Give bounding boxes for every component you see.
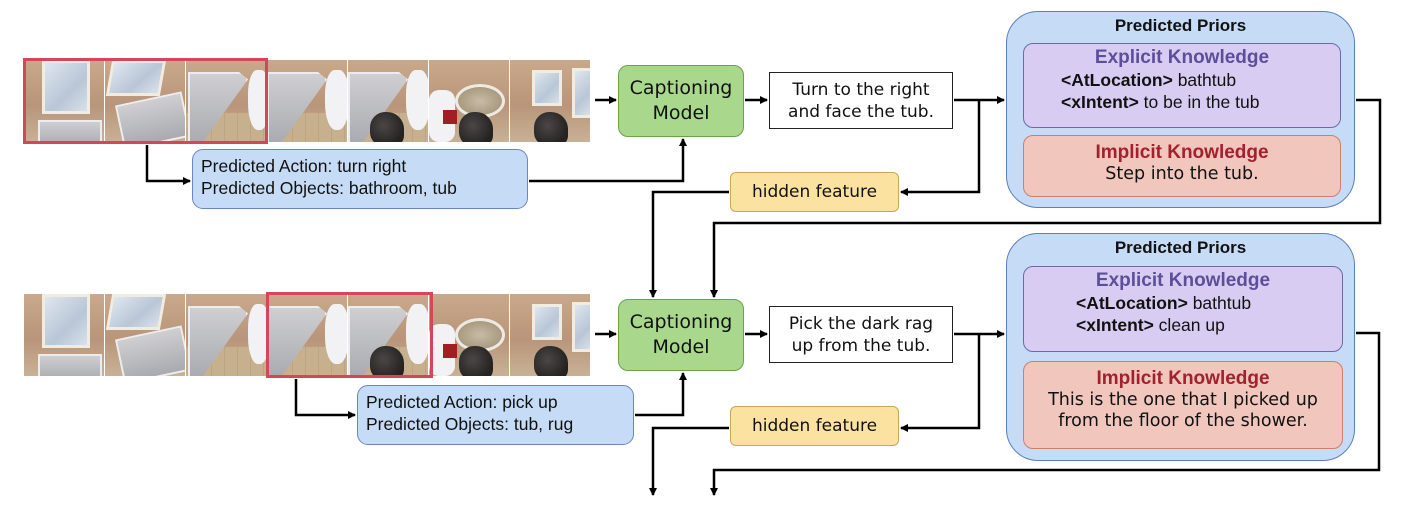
highlighted-frames-row-1 <box>23 58 268 144</box>
video-frame <box>429 294 510 376</box>
arrow-caption-to-hidden-2 <box>900 334 981 432</box>
explicit-knowledge-2: Explicit Knowledge <AtLocation> bathtub … <box>1023 266 1343 352</box>
video-frame <box>267 294 348 376</box>
predicted-priors-2: Predicted Priors Explicit Knowledge <AtL… <box>1006 233 1355 461</box>
arrow-priors-to-next <box>710 331 1381 496</box>
predicted-action-objects-1: Predicted Action: turn right Predicted O… <box>192 149 528 209</box>
explicit-knowledge-title: Explicit Knowledge <box>1094 47 1270 68</box>
implicit-knowledge-1: Implicit Knowledge Step into the tub. <box>1023 135 1341 197</box>
video-frame <box>510 60 591 142</box>
priors-title: Predicted Priors <box>1114 238 1247 257</box>
implicit-knowledge-2: Implicit Knowledge This is the one that … <box>1023 361 1343 449</box>
relation-line: <AtLocation> bathtub <box>1061 70 1237 90</box>
video-frame <box>24 294 105 376</box>
video-frame <box>348 60 429 142</box>
relation-line: <AtLocation> bathtub <box>1076 293 1252 313</box>
video-frames-row-1 <box>24 60 591 142</box>
video-frame <box>429 60 510 142</box>
arrow-highlight-to-pred-2 <box>294 379 356 419</box>
relation-line: <xIntent> clean up <box>1076 315 1225 335</box>
arrow-hidden-to-next <box>649 426 729 496</box>
video-frame <box>186 294 267 376</box>
explicit-knowledge-title: Explicit Knowledge <box>1095 270 1271 291</box>
arrow-caption-to-hidden-1 <box>900 100 981 196</box>
video-frame <box>105 294 186 376</box>
video-frame <box>348 294 429 376</box>
relation-line: <xIntent> to be in the tub <box>1061 92 1260 112</box>
predicted-action: Predicted Action: pick up <box>366 392 558 412</box>
video-frame <box>510 294 591 376</box>
hidden-feature-1: hidden feature <box>730 172 899 212</box>
predicted-priors-1: Predicted Priors Explicit Knowledge <AtL… <box>1006 11 1355 208</box>
predicted-objects: Predicted Objects: tub, rug <box>366 414 574 434</box>
hidden-feature-2: hidden feature <box>730 406 899 446</box>
arrow-priors-to-model-2 <box>710 98 1382 298</box>
implicit-knowledge-title: Implicit Knowledge <box>1095 142 1269 163</box>
predicted-objects: Predicted Objects: bathroom, tub <box>201 178 457 198</box>
arrow-highlight-to-pred-1 <box>145 145 191 185</box>
video-frame <box>24 60 105 142</box>
predicted-action: Predicted Action: turn right <box>201 156 407 176</box>
video-frames-row-2 <box>24 294 591 376</box>
explicit-knowledge-1: Explicit Knowledge <AtLocation> bathtub … <box>1023 43 1341 128</box>
video-frame <box>267 60 348 142</box>
arrow-hidden-to-model-2 <box>649 190 729 298</box>
arrow-pred-to-model-2 <box>635 372 687 417</box>
priors-title: Predicted Priors <box>1114 16 1247 35</box>
highlighted-frames-row-2 <box>266 292 433 378</box>
implicit-knowledge-title: Implicit Knowledge <box>1096 368 1270 389</box>
video-frame <box>105 60 186 142</box>
predicted-action-objects-2: Predicted Action: pick up Predicted Obje… <box>357 385 634 445</box>
arrow-pred-to-model-1 <box>529 138 687 183</box>
